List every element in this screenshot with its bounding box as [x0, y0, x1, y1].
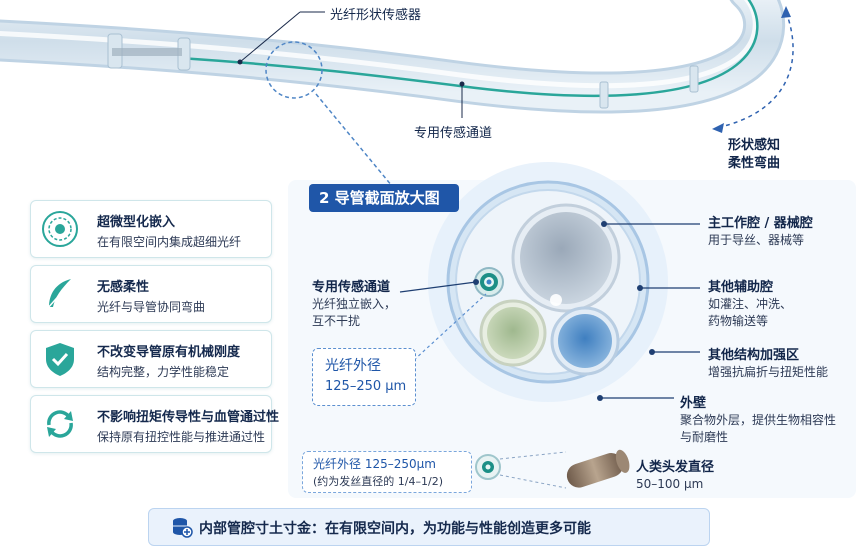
- wall-title: 外壁: [680, 396, 707, 411]
- sensor-label: 光纤形状传感器: [330, 8, 422, 23]
- reinforce-desc: 增强抗扁折与扭矩性能: [708, 365, 829, 379]
- feature-title: 不改变导管原有机械刚度: [97, 345, 241, 360]
- feature-title: 超微型化嵌入: [97, 215, 176, 230]
- feature-card-embed: 超微型化嵌入 在有限空间内集成超细光纤: [30, 200, 272, 258]
- feature-title: 不影响扭矩传导性与血管通过性: [97, 410, 280, 425]
- fiber-od-box: 光纤外径 125–250 μm: [312, 348, 416, 406]
- aux-lumen-desc-2: 药物输送等: [708, 314, 769, 328]
- hair-value: 50–100 μm: [636, 477, 704, 491]
- section-number: 2: [319, 189, 330, 207]
- fiber-line: [179, 0, 759, 98]
- channel-label: 专用传感通道: [414, 126, 493, 141]
- channel-callout-desc-2: 互不干扰: [312, 314, 361, 328]
- main-lumen-title: 主工作腔 / 器械腔: [708, 216, 813, 231]
- feature-card-flex: 无感柔性 光纤与导管协同弯曲: [30, 265, 272, 323]
- feature-desc: 保持原有扭控性能与推进通过性: [97, 430, 266, 444]
- banner-text: 内部管腔寸土寸金：在有限空间内，为功能与性能创造更多可能: [199, 521, 591, 537]
- channel-callout-title: 专用传感通道: [312, 280, 391, 295]
- aux-lumen-title: 其他辅助腔: [708, 280, 774, 295]
- cross-section: [428, 162, 668, 402]
- hair-label: 人类头发直径: [636, 460, 715, 475]
- database-plus-icon: [173, 518, 193, 538]
- fiber-compare-box: 光纤外径 125–250μm (约为发丝直径的 1/4–1/2): [302, 451, 472, 493]
- feature-desc: 结构完整，力学性能稳定: [97, 365, 230, 379]
- main-lumen-desc: 用于导丝、器械等: [708, 233, 805, 247]
- summary-banner: 内部管腔寸土寸金：在有限空间内，为功能与性能创造更多可能: [148, 508, 710, 546]
- wall-desc-1: 聚合物外层，提供生物相容性: [680, 413, 837, 427]
- fiber-od-label: 光纤外径: [325, 358, 381, 374]
- reinforce-title: 其他结构加强区: [708, 348, 800, 363]
- bend-label-2: 柔性弯曲: [728, 156, 781, 171]
- section-title: 2 导管截面放大图: [309, 184, 459, 212]
- fiber-od-value: 125–250 μm: [325, 379, 407, 394]
- aux-lumen-desc-1: 如灌注、冲洗、: [708, 297, 793, 311]
- fiber-compare-line: 光纤外径 125–250μm: [313, 457, 436, 471]
- channel-callout-desc-1: 光纤独立嵌入，: [312, 297, 397, 311]
- hair-icon: [566, 449, 630, 488]
- cycle-arrows-icon: [47, 410, 73, 438]
- feature-card-stiffness: 不改变导管原有机械刚度 结构完整，力学性能稳定: [30, 330, 272, 388]
- fiber-compare-note: (约为发丝直径的 1/4–1/2): [313, 475, 443, 488]
- bend-arrow: [715, 11, 794, 129]
- section-title-text: 导管截面放大图: [334, 189, 440, 207]
- catheter-tube: [0, 0, 786, 114]
- layered-circle-icon: [42, 211, 78, 247]
- wall-desc-2: 与耐磨性: [680, 430, 729, 444]
- feature-title: 无感柔性: [97, 280, 150, 295]
- feature-desc: 光纤与导管协同弯曲: [97, 300, 206, 314]
- feature-desc: 在有限空间内集成超细光纤: [97, 235, 242, 249]
- feature-card-torque: 不影响扭矩传导性与血管通过性 保持原有扭控性能与推进通过性: [30, 395, 279, 453]
- bend-label-1: 形状感知: [728, 138, 781, 153]
- zoom-circle: [265, 41, 323, 99]
- feather-icon: [46, 279, 71, 310]
- shield-check-icon: [46, 343, 74, 376]
